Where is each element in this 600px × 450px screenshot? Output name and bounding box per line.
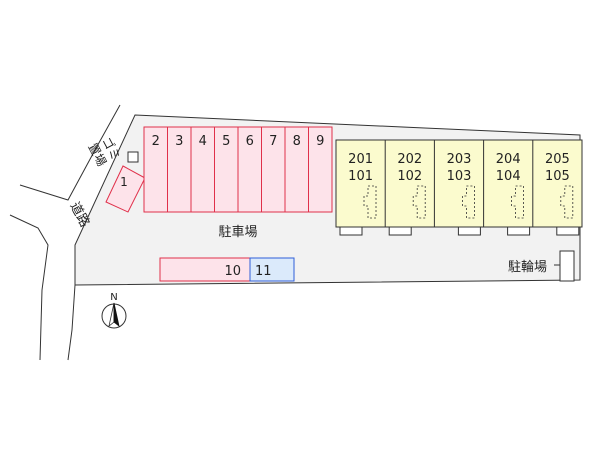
parking-lot-label: 駐車場 [218, 225, 257, 240]
bicycle-parking: 駐輪場 [508, 250, 575, 282]
compass-needle-right [113, 302, 120, 328]
entrance-step [457, 226, 481, 236]
parking-space-5: 5 [214, 126, 239, 213]
road-edge-upper [19, 104, 121, 201]
road-edge-left [9, 214, 49, 361]
parking-space-9-label: 9 [316, 134, 324, 149]
entrance-step [507, 226, 531, 236]
parking-space-10-label: 10 [224, 264, 241, 279]
bicycle-shed-icon [559, 250, 575, 282]
unit-lower-number: 105 [545, 169, 570, 184]
parking-space-1-shape [105, 165, 146, 213]
unit-upper-number: 204 [496, 152, 521, 167]
parking-space-4-label: 4 [199, 134, 207, 149]
parking-space-11: 11 [249, 257, 295, 282]
parking-space-6: 6 [237, 126, 262, 213]
parking-space-11-shape [249, 257, 295, 282]
parking-space-10: 10 [159, 257, 251, 282]
parking-space-3: 3 [167, 126, 192, 213]
unit-lower-number: 102 [397, 169, 422, 184]
unit-lower-number: 104 [496, 169, 521, 184]
stair-outline [412, 185, 426, 219]
unit-upper-number: 203 [447, 152, 472, 167]
unit-upper-number: 201 [348, 152, 373, 167]
parking-space-7-label: 7 [269, 134, 277, 149]
road-edge-right [67, 284, 76, 361]
parking-space-8-label: 8 [293, 134, 301, 149]
parking-space-1-label: 1 [120, 175, 128, 189]
parking-space-3-label: 3 [175, 134, 183, 149]
unit-upper-number: 202 [397, 152, 422, 167]
north-label: N [110, 292, 117, 303]
unit-upper-number: 205 [545, 152, 570, 167]
parking-space-9: 9 [308, 126, 333, 213]
parking-space-1: 1 [105, 165, 146, 213]
stair-outline [560, 185, 574, 219]
parking-space-8: 8 [284, 126, 309, 213]
stair-outline [462, 185, 475, 219]
stair-outline [511, 185, 524, 219]
building-outline [335, 139, 583, 228]
north-arrow-icon: N [101, 292, 127, 329]
parking-space-4: 4 [190, 126, 215, 213]
bicycle-parking-label: 駐輪場 [508, 259, 547, 275]
parking-space-9-shape [308, 126, 333, 213]
parking-space-7: 7 [261, 126, 286, 213]
parking-space-5-label: 5 [222, 134, 230, 149]
parking-space-2-label: 2 [152, 134, 160, 149]
parking-space-11-label: 11 [255, 264, 272, 279]
entrance-step [556, 226, 580, 236]
parking-space-6-label: 6 [246, 134, 254, 149]
stair-outline [363, 185, 377, 219]
parking-space-2: 2 [143, 126, 168, 213]
unit-lower-number: 103 [447, 169, 472, 184]
garbage-box-icon [127, 151, 139, 163]
entrance-step [388, 226, 412, 236]
entrance-step [339, 226, 363, 236]
unit-lower-number: 101 [348, 169, 373, 184]
